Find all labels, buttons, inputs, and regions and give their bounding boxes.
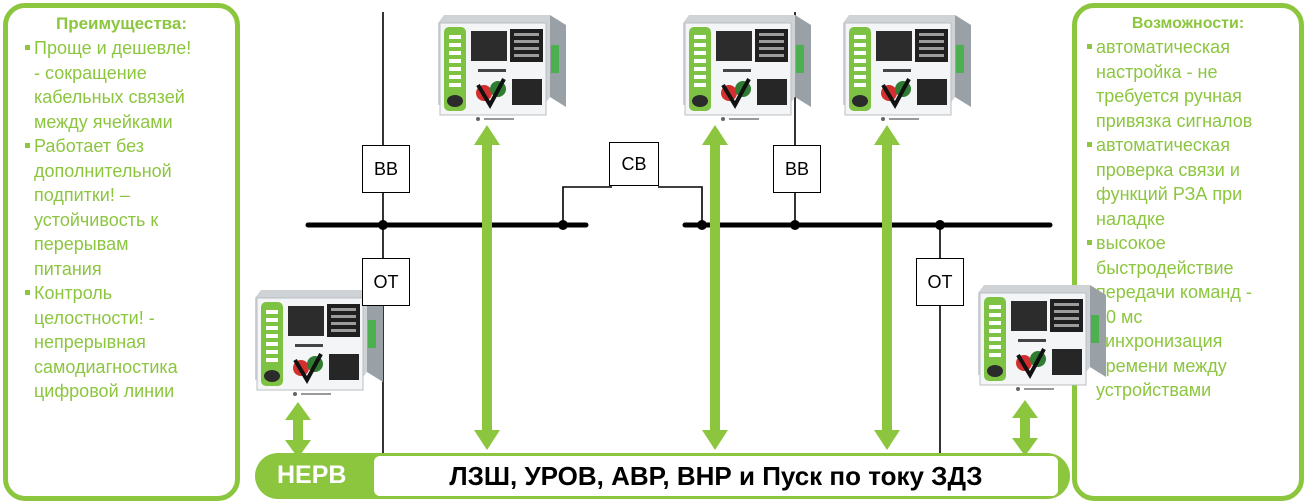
advantage-item: Контроль целостности! - непрерывная само…: [24, 281, 235, 404]
breaker-sv: СВ: [609, 142, 659, 186]
bus-functions-box: ЛЗШ, УРОВ, АВР, ВНР и Пуск по току ЗДЗ: [374, 456, 1058, 496]
junction-node: [378, 220, 388, 230]
feature-item: автоматическая проверка связи и функций …: [1086, 133, 1299, 231]
nerv-bus-bar: НЕРВ ЛЗШ, УРОВ, АВР, ВНР и Пуск по току …: [255, 453, 1070, 499]
link-arrow: [474, 125, 500, 450]
features-panel: Возможности: автоматическая настройка - …: [1072, 3, 1304, 501]
relay-device-image: [978, 285, 1108, 393]
advantages-panel: Преимущества: Проще и дешевле! - сокраще…: [3, 3, 240, 501]
bus-functions-text: ЛЗШ, УРОВ, АВР, ВНР и Пуск по току ЗДЗ: [449, 460, 983, 491]
link-arrow: [874, 125, 900, 450]
feature-item: высокое быстродействие передачи команд -…: [1086, 231, 1299, 329]
advantages-list: Проще и дешевле! - сокращение кабельных …: [24, 36, 235, 404]
breaker-ot-left: ОТ: [362, 258, 410, 306]
relay-device-image: [683, 15, 813, 123]
breaker-ot-right: ОТ: [916, 258, 964, 306]
link-arrow: [285, 402, 311, 458]
features-list: автоматическая настройка - не требуется …: [1086, 35, 1299, 403]
advantage-item: Проще и дешевле! - сокращение кабельных …: [24, 36, 235, 134]
sectional-link-right: [658, 186, 703, 225]
relay-device-image: [438, 15, 568, 123]
link-arrow: [702, 125, 728, 450]
feature-item: автоматическая настройка - не требуется …: [1086, 35, 1299, 133]
bus-name: НЕРВ: [277, 461, 347, 489]
sectional-link-left: [562, 186, 612, 225]
junction-node: [790, 220, 800, 230]
junction-node: [697, 220, 707, 230]
features-title: Возможности:: [1131, 15, 1245, 32]
relay-device-image: [255, 290, 385, 398]
breaker-vv-left: ВВ: [362, 145, 410, 193]
breaker-vv-right: ВВ: [773, 145, 821, 193]
junction-node: [558, 220, 568, 230]
junction-node: [935, 220, 945, 230]
link-arrow: [1012, 400, 1038, 456]
advantage-item: Работает без дополнительной подпитки! – …: [24, 134, 235, 281]
relay-device-image: [843, 15, 973, 123]
advantages-title: Преимущества:: [55, 14, 187, 33]
